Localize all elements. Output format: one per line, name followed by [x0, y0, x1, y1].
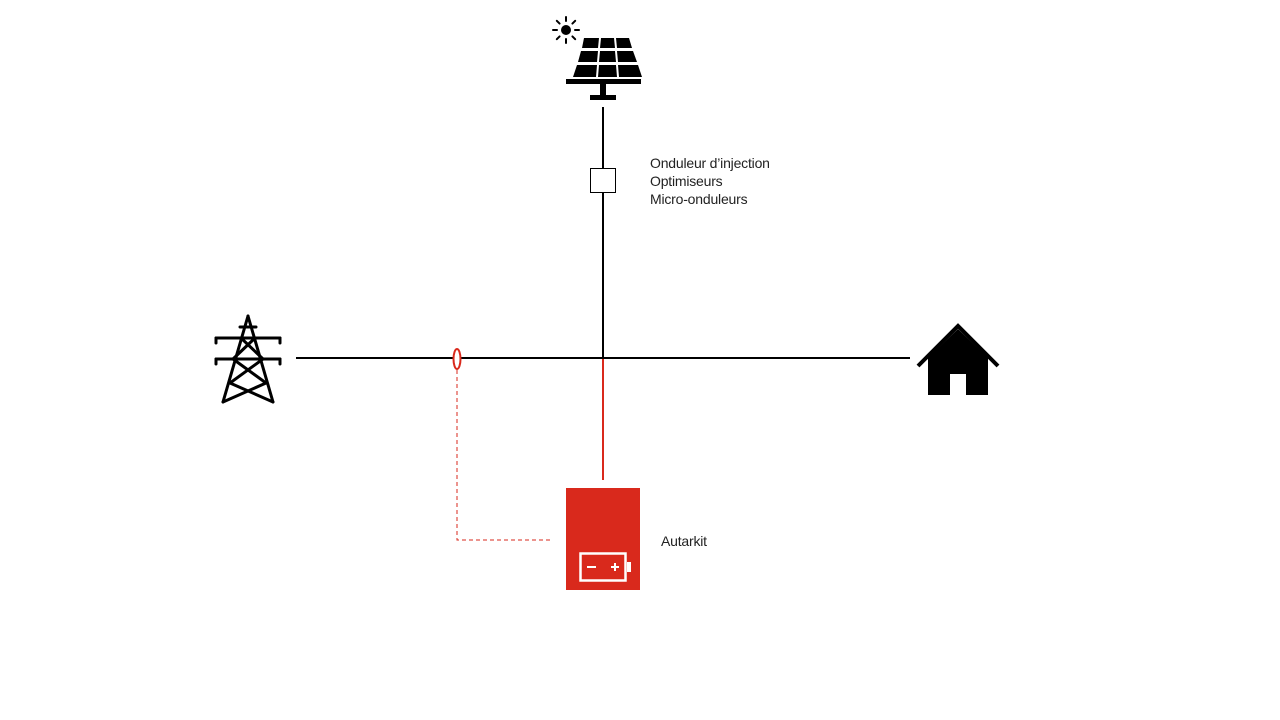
- current-sensor-icon: [452, 348, 462, 370]
- battery-icon: [579, 552, 631, 582]
- house-icon: [916, 323, 1000, 395]
- sun-icon: [552, 16, 580, 44]
- sensor-dashed-line: [456, 370, 552, 541]
- battery-unit: [566, 488, 640, 590]
- battery-unit-label: Autarkit: [661, 533, 707, 549]
- inverter-label-3: Micro-onduleurs: [650, 191, 748, 207]
- inverter-labels: Onduleur d’injection Optimiseurs Micro-o…: [650, 154, 770, 208]
- inverter-label-2: Optimiseurs: [650, 173, 723, 189]
- power-pylon-icon: [214, 314, 282, 404]
- solar-panel-icon: [566, 38, 642, 100]
- inverter-label-1: Onduleur d’injection: [650, 155, 770, 171]
- inverter-box: [590, 168, 616, 193]
